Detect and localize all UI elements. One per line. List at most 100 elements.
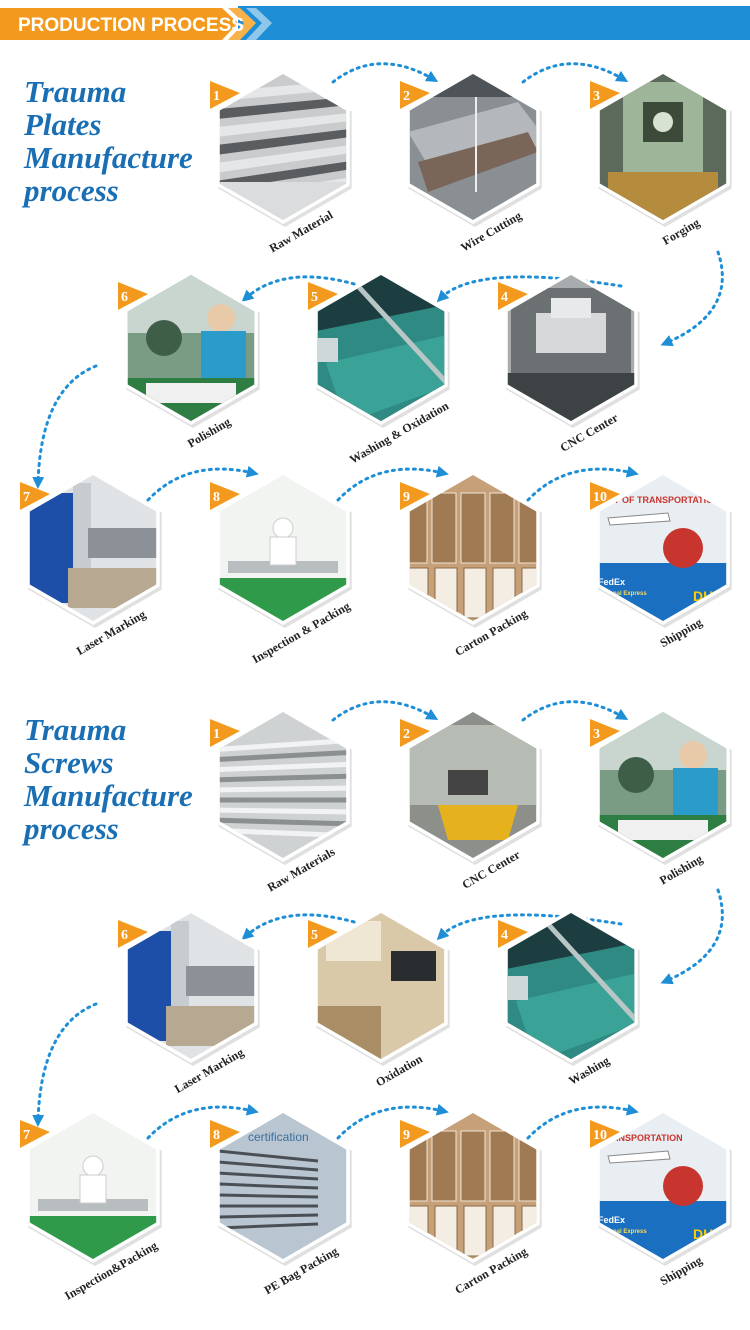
step-number-badge	[210, 1120, 240, 1148]
section-title-line: Manufacture	[24, 778, 193, 813]
flow-arrow	[660, 888, 724, 985]
step-number: 2	[403, 727, 410, 742]
flow-arrow	[521, 62, 629, 84]
step-number-badge	[590, 1120, 620, 1148]
flow-arrow	[336, 1103, 449, 1140]
flow-arrow	[32, 1002, 98, 1127]
flow-arrow	[331, 700, 439, 722]
banner-blue-bar	[238, 6, 750, 40]
overlay-text: certification	[248, 1130, 309, 1144]
step-photo	[127, 913, 255, 1059]
step-number: 8	[213, 490, 220, 505]
step-number-badge	[118, 282, 148, 310]
step-number: 5	[311, 928, 318, 943]
step-number-badge	[590, 719, 620, 747]
flow-arrow	[32, 364, 98, 489]
step-number: 9	[403, 1128, 410, 1143]
flow-arrow	[331, 62, 439, 84]
section-title-screws: Trauma Screws Manufacture process	[24, 713, 193, 845]
overlay-text: National Express	[598, 591, 647, 597]
step-number-badge	[590, 81, 620, 109]
section-title-line: process	[24, 811, 119, 846]
step-number: 5	[311, 290, 318, 305]
step-number-badge	[20, 482, 50, 510]
step-number: 9	[403, 490, 410, 505]
step-number-badge	[308, 282, 338, 310]
step-number: 6	[121, 928, 128, 943]
step-number: 4	[501, 928, 508, 943]
step-number: 3	[593, 727, 600, 742]
step-number-badge	[210, 81, 240, 109]
banner-chevron	[228, 8, 256, 40]
step-number: 7	[23, 490, 30, 505]
banner-orange-bar	[0, 8, 238, 40]
banner-chevron	[246, 8, 272, 40]
flow-arrow	[241, 275, 363, 302]
overlay-text: National Express	[598, 1229, 647, 1235]
step-number: 3	[593, 89, 600, 104]
flow-arrow	[436, 275, 623, 303]
step-number-badge	[210, 482, 240, 510]
step-number: 1	[213, 89, 220, 104]
flow-arrow	[241, 913, 363, 940]
step-number-badge	[400, 1120, 430, 1148]
flow-arrow	[146, 465, 259, 502]
step-number: 10	[593, 1128, 607, 1143]
overlay-text: FedEx	[598, 577, 625, 587]
step-number: 7	[23, 1128, 30, 1143]
step-number-badge	[498, 282, 528, 310]
banner-title: PRODUCTION PROCESS	[18, 15, 244, 36]
section-title-line: Manufacture	[24, 140, 193, 175]
step-photo	[409, 74, 537, 220]
step-number: 8	[213, 1128, 220, 1143]
production-process-banner: PRODUCTION PROCESS	[0, 6, 750, 40]
flow-arrow	[526, 465, 639, 502]
step-number-badge	[400, 719, 430, 747]
step-photo: certification	[219, 1113, 347, 1259]
section-title-line: Screws	[24, 745, 114, 780]
step-number-badge	[400, 482, 430, 510]
step-number: 1	[213, 727, 220, 742]
section-title-line: process	[24, 173, 119, 208]
step-number: 2	[403, 89, 410, 104]
section-title-line: Trauma	[24, 712, 127, 747]
flow-arrow	[336, 465, 449, 502]
overlay-text: FedEx	[598, 1215, 625, 1225]
flow-arrow	[526, 1103, 639, 1140]
step-photo	[29, 1113, 157, 1259]
step-number-badge	[118, 920, 148, 948]
overlay-text: WAY OF TRANSPORTATION	[600, 495, 720, 505]
step-photo	[317, 275, 445, 421]
step-number-badge	[308, 920, 338, 948]
section-title-plates: Trauma Plates Manufacture process	[24, 75, 193, 207]
step-number: 10	[593, 490, 607, 505]
step-number-badge	[210, 719, 240, 747]
section-title-line: Plates	[24, 107, 102, 142]
flow-arrow	[146, 1103, 259, 1140]
flow-arrow	[521, 700, 629, 722]
step-number-badge	[498, 920, 528, 948]
step-number-badge	[590, 482, 620, 510]
